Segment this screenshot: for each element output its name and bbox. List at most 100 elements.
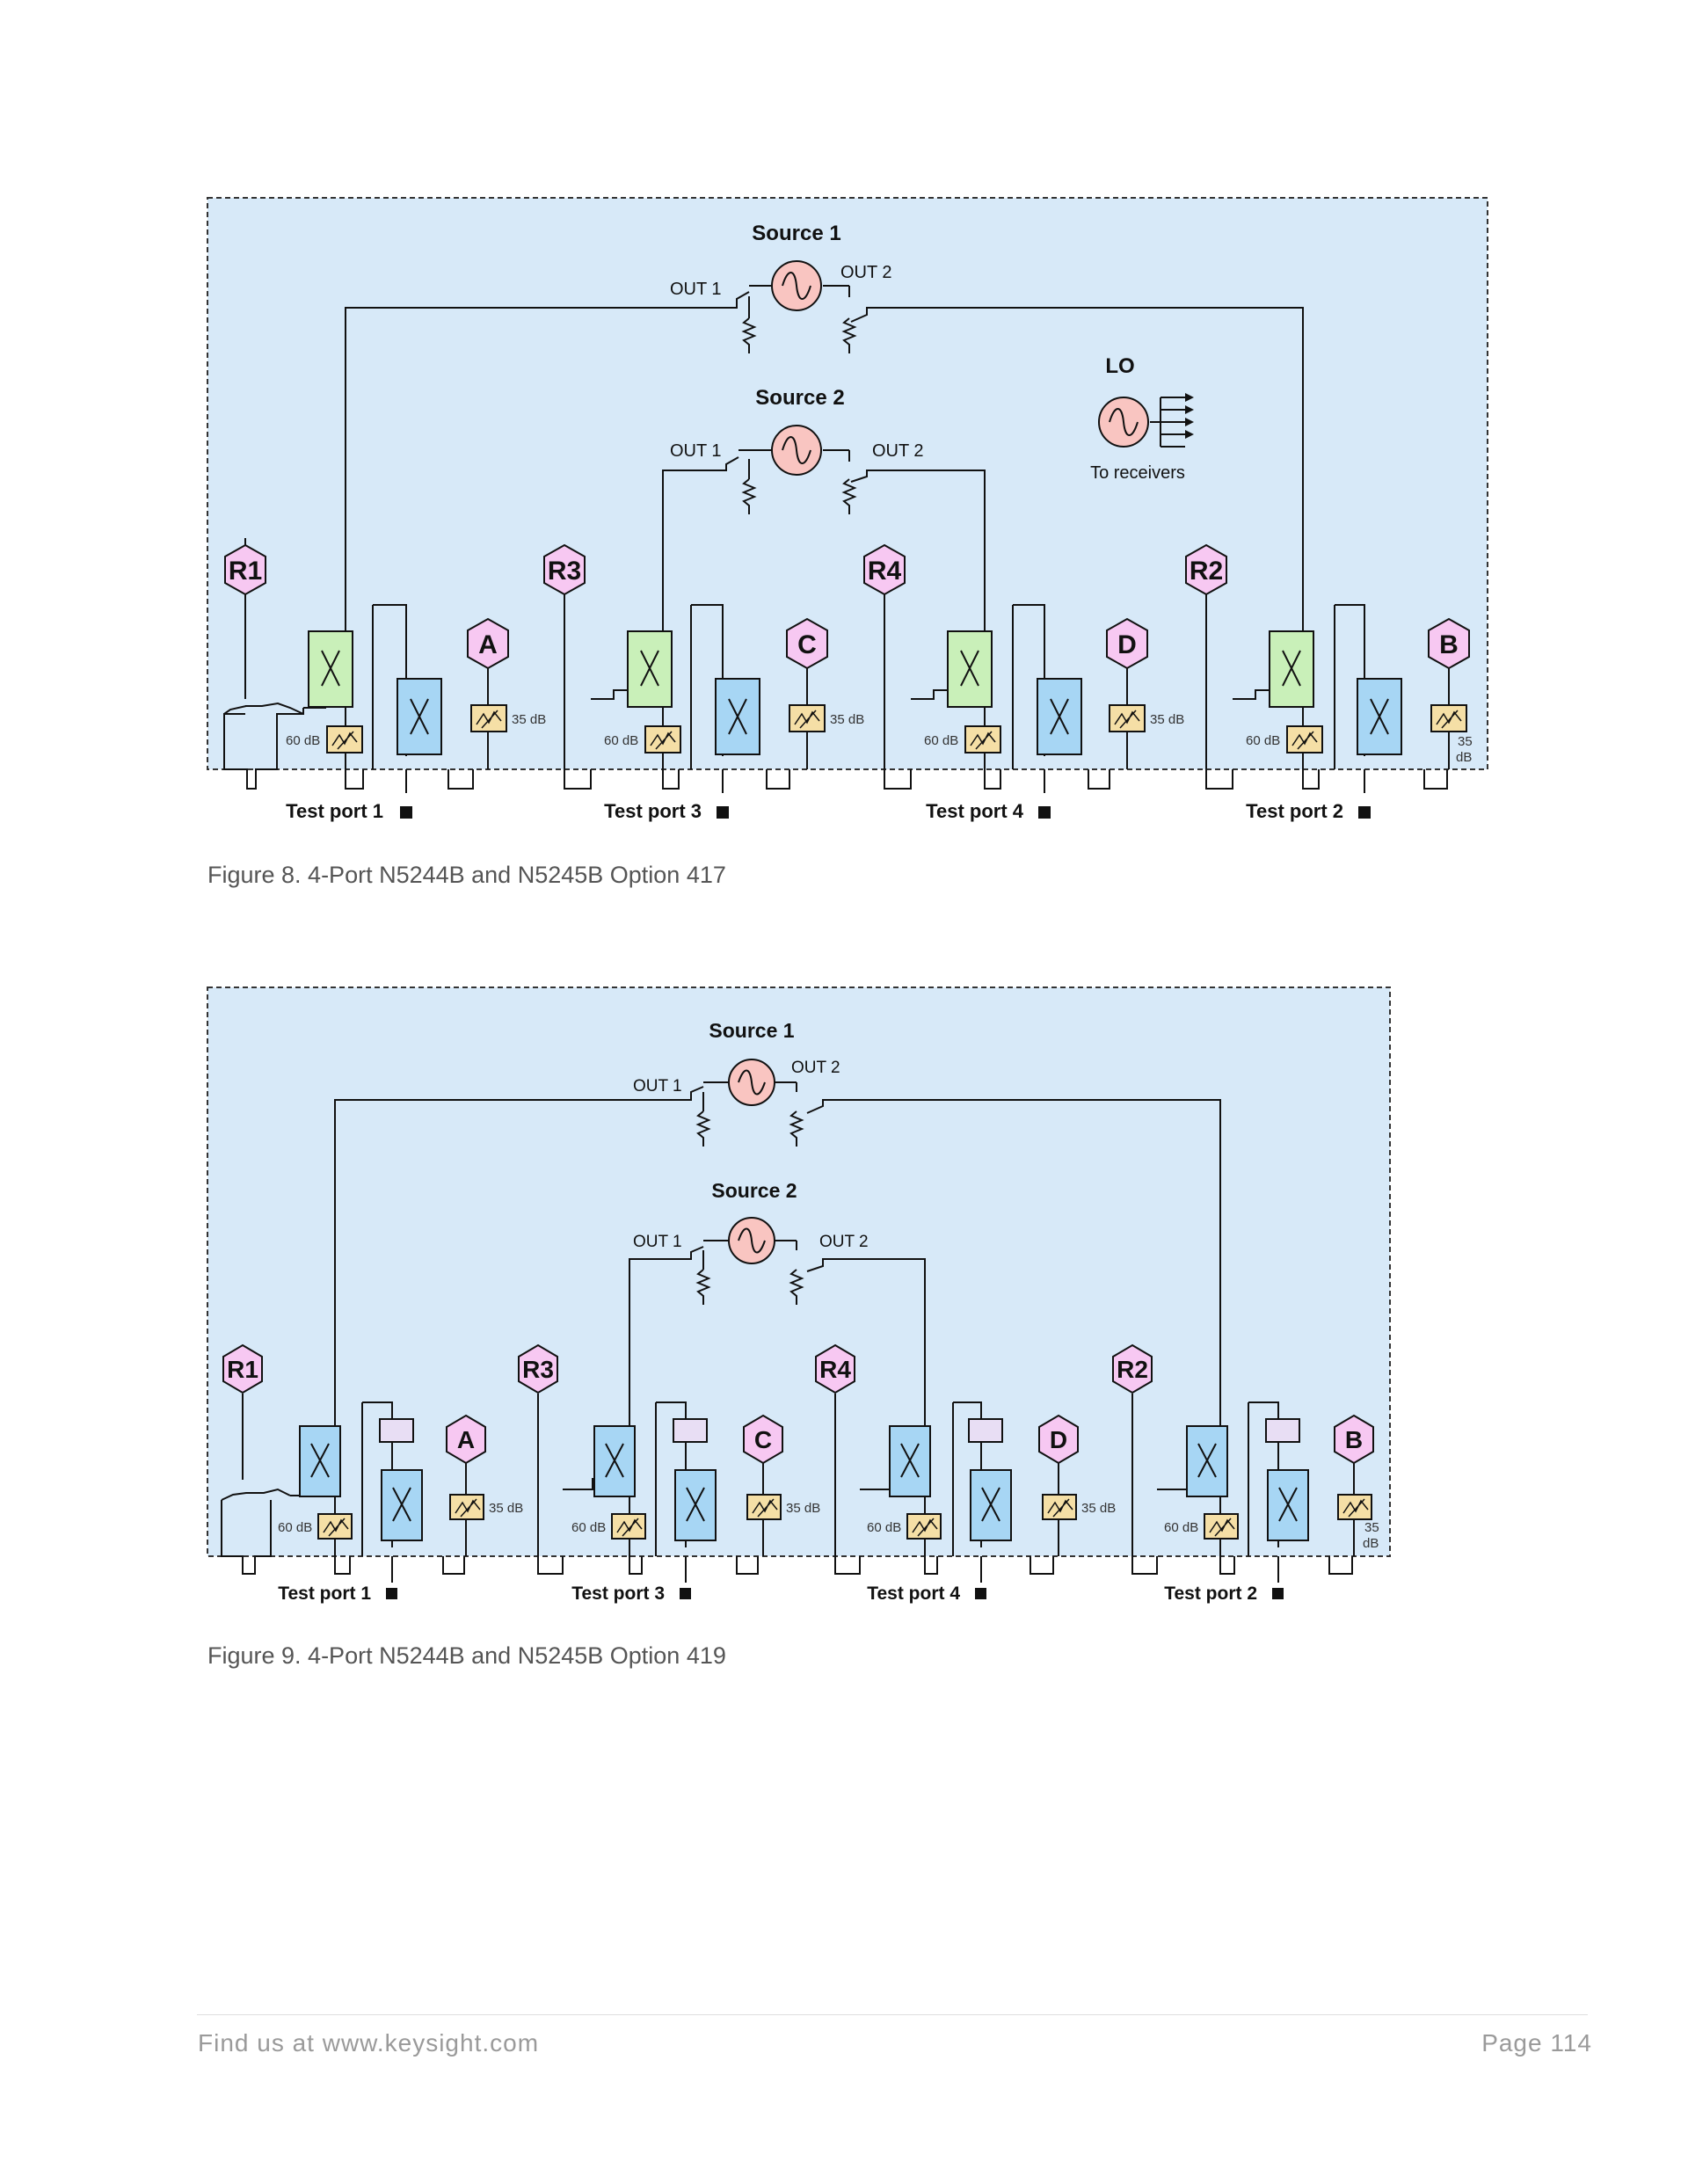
fig9-test-port-1-connector — [386, 1588, 397, 1599]
receiver-c-hex — [786, 617, 828, 670]
fig9-receiver-b-hex — [1334, 1414, 1374, 1465]
source-1-label: Source 1 — [752, 222, 840, 245]
source-1-out2-label: OUT 2 — [840, 263, 892, 282]
fig9-receiver-r3-hex — [518, 1343, 558, 1394]
fig9-test-port-4-connector — [975, 1588, 986, 1599]
fig9-switch-box-3 — [673, 1418, 708, 1443]
source-1-out1-label: OUT 1 — [670, 280, 722, 299]
figure-8-diagram: Source 1 OUT 1 OUT 2 Source 2 OUT 1 OUT … — [207, 197, 1488, 822]
receiver-r1-label: R1 — [229, 557, 262, 586]
fig9-atten-60-label-4: 60 dB — [867, 1520, 901, 1535]
fig9-source-2-out2-label: OUT 2 — [819, 1233, 869, 1251]
test-port-2-label: Test port 2 — [1246, 800, 1343, 822]
fig9-atten-60-label-3: 60 dB — [571, 1520, 606, 1535]
fig9-test-port-4-label: Test port 4 — [867, 1583, 960, 1604]
receiver-r2-label: R2 — [1190, 557, 1223, 586]
fig9-atten-60-3 — [611, 1513, 646, 1540]
fig9-receiver-r2-hex — [1112, 1343, 1153, 1394]
fig9-receiver-c-label: C — [754, 1426, 772, 1453]
fig9-test-port-2-connector — [1272, 1588, 1284, 1599]
receiver-r2-hex — [1185, 543, 1227, 596]
fig9-receiver-a-label: A — [457, 1426, 475, 1453]
source-2-out2-label: OUT 2 — [872, 441, 924, 461]
fig9-receiver-r1-label: R1 — [227, 1356, 258, 1383]
fig9-source-1-out1-label: OUT 1 — [633, 1077, 682, 1096]
source-2-out1-label: OUT 1 — [670, 441, 722, 461]
footer-website-link[interactable]: Find us at www.keysight.com — [198, 2029, 540, 2057]
fig9-switch-box-1 — [379, 1418, 414, 1443]
atten-60-3 — [644, 725, 681, 753]
atten-35-label-a: 35 dB — [512, 712, 546, 727]
fig9-receiver-a-hex — [446, 1414, 486, 1465]
fig9-atten-35-label-b-line2: dB — [1363, 1536, 1379, 1551]
receiver-r3-label: R3 — [548, 557, 581, 586]
atten-60-label-3: 60 dB — [604, 733, 638, 748]
test-port-2-connector — [1358, 806, 1371, 819]
receiver-a-label: A — [478, 630, 498, 659]
fig9-receiver-r2-label: R2 — [1117, 1356, 1148, 1383]
atten-35-a — [470, 704, 507, 732]
fig9-receiver-r1-hex — [222, 1343, 263, 1394]
figure-9-caption: Figure 9. 4-Port N5244B and N5245B Optio… — [207, 1642, 726, 1669]
source-2-label: Source 2 — [755, 386, 844, 410]
fig9-atten-35-label-a: 35 dB — [489, 1501, 523, 1516]
fig9-receiver-r3-label: R3 — [522, 1356, 554, 1383]
test-port-4-connector — [1038, 806, 1051, 819]
atten-35-c — [789, 704, 826, 732]
fig9-atten-60-label-2: 60 dB — [1164, 1520, 1198, 1535]
footer-divider — [197, 2014, 1588, 2015]
atten-60-4 — [964, 725, 1001, 753]
fig9-receiver-b-label: B — [1345, 1426, 1363, 1453]
receiver-r3-hex — [543, 543, 586, 596]
atten-60-2 — [1286, 725, 1323, 753]
test-port-4-label: Test port 4 — [926, 800, 1024, 822]
atten-60-1 — [326, 725, 363, 753]
receiver-a-hex — [467, 617, 509, 670]
test-port-1-label: Test port 1 — [286, 800, 383, 822]
test-port-3-connector — [717, 806, 729, 819]
receiver-b-hex — [1428, 617, 1470, 670]
atten-35-d — [1109, 704, 1146, 732]
fig9-test-port-1-label: Test port 1 — [278, 1583, 371, 1604]
test-port-1-connector — [400, 806, 412, 819]
fig9-receiver-r4-hex — [815, 1343, 855, 1394]
receiver-r1-hex — [224, 543, 266, 596]
lo-label: LO — [1105, 354, 1134, 378]
fig9-atten-35-c — [746, 1494, 782, 1520]
lo-sublabel: To receivers — [1090, 463, 1185, 483]
test-port-3-label: Test port 3 — [604, 800, 702, 822]
fig9-receiver-d-hex — [1038, 1414, 1079, 1465]
fig9-atten-35-label-b-line1: 35 — [1364, 1520, 1379, 1535]
figure-8-caption: Figure 8. 4-Port N5244B and N5245B Optio… — [207, 862, 726, 888]
fig9-atten-60-label-1: 60 dB — [278, 1520, 312, 1535]
atten-35-label-b-line2: dB — [1456, 750, 1472, 765]
fig9-receiver-d-label: D — [1050, 1426, 1067, 1453]
fig9-atten-35-label-d: 35 dB — [1081, 1501, 1116, 1516]
atten-35-label-c: 35 dB — [830, 712, 864, 727]
fig9-test-port-3-label: Test port 3 — [571, 1583, 665, 1604]
receiver-r4-hex — [863, 543, 906, 596]
atten-60-label-2: 60 dB — [1246, 733, 1280, 748]
fig9-atten-35-label-c: 35 dB — [786, 1501, 820, 1516]
fig9-source-1-out2-label: OUT 2 — [791, 1059, 840, 1077]
fig9-test-port-2-label: Test port 2 — [1164, 1583, 1257, 1604]
fig9-receiver-r4-label: R4 — [819, 1356, 851, 1383]
atten-35-b — [1430, 704, 1467, 732]
receiver-c-label: C — [797, 630, 817, 659]
atten-35-label-b-line1: 35 — [1458, 734, 1473, 749]
receiver-d-hex — [1106, 617, 1148, 670]
fig9-switch-box-2 — [1265, 1418, 1300, 1443]
figure-9-diagram: Source 1 OUT 1 OUT 2 Source 2 OUT 1 OUT … — [207, 986, 1391, 1604]
fig9-source-1-label: Source 1 — [709, 1019, 794, 1042]
footer-page-number: Page 114 — [1481, 2029, 1592, 2057]
receiver-r4-label: R4 — [868, 557, 902, 586]
receiver-d-label: D — [1117, 630, 1137, 659]
fig9-atten-60-2 — [1204, 1513, 1239, 1540]
receiver-b-label: B — [1439, 630, 1459, 659]
atten-60-label-4: 60 dB — [924, 733, 958, 748]
atten-35-label-d: 35 dB — [1150, 712, 1184, 727]
fig9-source-2-out1-label: OUT 1 — [633, 1233, 682, 1251]
atten-60-label-1: 60 dB — [286, 733, 320, 748]
fig9-test-port-3-connector — [680, 1588, 691, 1599]
fig9-switch-box-4 — [968, 1418, 1003, 1443]
